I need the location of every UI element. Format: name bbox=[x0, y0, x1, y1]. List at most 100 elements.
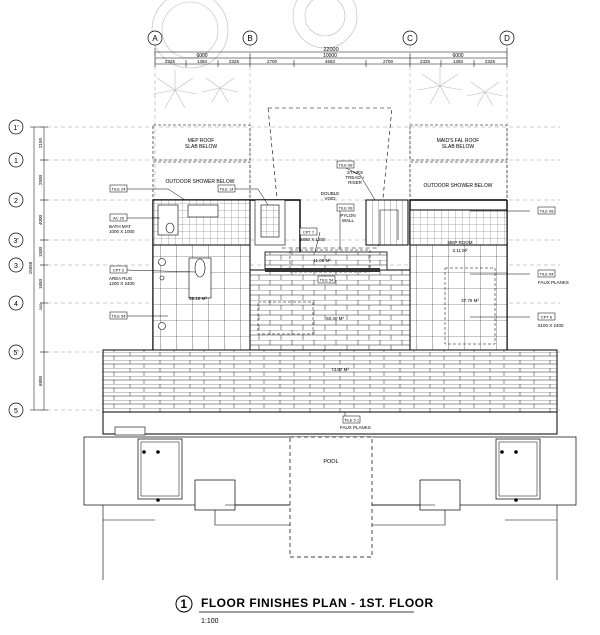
overall-dim: 22000 bbox=[323, 47, 338, 53]
svg-text:10000: 10000 bbox=[323, 53, 337, 59]
svg-text:2325: 2325 bbox=[229, 59, 240, 64]
svg-text:2150: 2150 bbox=[38, 137, 43, 148]
svg-text:B: B bbox=[247, 34, 252, 43]
tag-tile-14: TILE 14 bbox=[219, 187, 234, 192]
faux-planks-right-label: FAUX PLANKS bbox=[538, 280, 569, 285]
outdoor-shower-zones bbox=[152, 161, 508, 201]
title-block: 1 FLOOR FINISHES PLAN - 1ST. FLOOR 1:100 bbox=[175, 595, 434, 625]
cpt-right-size-label: 5100 X 2400 bbox=[538, 323, 564, 328]
svg-text:C: C bbox=[407, 34, 413, 43]
svg-text:6800: 6800 bbox=[38, 375, 43, 386]
drawing-number: 1 bbox=[180, 597, 187, 611]
faux-planks-bottom-label: FAUX PLANKS bbox=[340, 425, 371, 430]
pool-area bbox=[83, 436, 577, 558]
svg-text:3: 3 bbox=[14, 263, 18, 270]
outdoor-shower-right: OUTDOOR SHOWER BELOW bbox=[424, 183, 493, 189]
pool-posts bbox=[142, 450, 518, 502]
grid-bubble-c: C bbox=[402, 30, 418, 46]
grid-bubble-a: A bbox=[147, 30, 163, 46]
grid-bubble-row-3: 3 bbox=[8, 257, 24, 273]
svg-text:D: D bbox=[504, 34, 510, 43]
svg-text:1: 1 bbox=[14, 158, 18, 165]
cpt-6-rug bbox=[444, 267, 496, 345]
tag-tile-faux-bottom: TILE 5 1 bbox=[344, 418, 360, 423]
right-room-floor bbox=[409, 244, 508, 351]
grid-bubble-row-1p: 1' bbox=[8, 119, 24, 135]
drawing-title: FLOOR FINISHES PLAN - 1ST. FLOOR bbox=[201, 596, 434, 610]
pool-label: POOL bbox=[323, 459, 338, 465]
svg-text:5: 5 bbox=[14, 408, 18, 415]
area-room-label: 3.11 M² bbox=[453, 248, 468, 253]
tag-text: TILE 24 TILE 14 AC 29 CPT 2 TILE 54 TILE… bbox=[111, 163, 554, 423]
stairs bbox=[365, 199, 409, 246]
svg-text:15550: 15550 bbox=[28, 261, 33, 274]
tag-tile-54-left: TILE 54 bbox=[111, 314, 126, 319]
svg-text:2325: 2325 bbox=[165, 59, 176, 64]
left-dimensions bbox=[30, 126, 48, 411]
svg-text:2: 2 bbox=[14, 198, 18, 205]
svg-text:1': 1' bbox=[13, 125, 18, 132]
grid-bubble-row-5: 5 bbox=[8, 402, 24, 418]
svg-text:2325: 2325 bbox=[420, 59, 431, 64]
terrace-edge bbox=[102, 411, 558, 435]
tag-leaders bbox=[125, 164, 530, 420]
top-dimensions bbox=[154, 48, 508, 67]
tag-cpt-2: CPT 2 bbox=[113, 268, 125, 273]
cpt-size-label: 8880 X 1200 bbox=[300, 237, 326, 242]
svg-text:4650: 4650 bbox=[325, 59, 336, 64]
area-right-label: 37.76 M² bbox=[461, 298, 479, 303]
svg-text:4000: 4000 bbox=[38, 214, 43, 225]
svg-text:4: 4 bbox=[14, 301, 18, 308]
tag-ac: AC 29 bbox=[113, 216, 125, 221]
deck-steps bbox=[102, 504, 558, 580]
svg-text:1350: 1350 bbox=[197, 59, 208, 64]
area-rug bbox=[188, 257, 212, 299]
bedside-tables bbox=[158, 258, 166, 330]
drawing-scale: 1:100 bbox=[201, 618, 219, 625]
svg-text:6000: 6000 bbox=[196, 53, 207, 59]
tag-boxes bbox=[109, 160, 556, 424]
tag-tile-24: TILE 24 bbox=[111, 187, 126, 192]
svg-text:2500: 2500 bbox=[38, 174, 43, 185]
bathroom-fixtures bbox=[157, 199, 286, 246]
svg-text:2700: 2700 bbox=[267, 59, 278, 64]
outdoor-shower-left: OUTDOOR SHOWER BELOW bbox=[166, 179, 235, 185]
area-left-label: 55.18 M² bbox=[189, 296, 207, 301]
svg-text:6000: 6000 bbox=[452, 53, 463, 59]
svg-text:3': 3' bbox=[13, 238, 18, 245]
grid-bubble-d: D bbox=[499, 30, 515, 46]
area-center-top-label: 11.08 M² bbox=[313, 258, 331, 263]
top-dimension-text: 22000 6000 10000 6000 2325 1350 2325 270… bbox=[165, 47, 496, 64]
tag-tile-pylon: TILE 08 bbox=[338, 206, 353, 211]
terrace-bench bbox=[114, 426, 146, 436]
grid-bubble-row-1: 1 bbox=[8, 152, 24, 168]
pylon-wall bbox=[265, 268, 380, 272]
tag-tile-mep: TILE 08 bbox=[539, 209, 554, 214]
tag-tile-center: TILE 54 bbox=[319, 278, 334, 283]
tag-cpt-7: CPT 7 bbox=[303, 230, 315, 235]
svg-text:A: A bbox=[152, 34, 158, 43]
terrace-floor bbox=[102, 349, 558, 413]
tag-tile-faux: TILE 54 bbox=[539, 272, 554, 277]
grid-row-bubbles: 1' 1 2 3' 3 4 5' 5 bbox=[8, 119, 24, 418]
grid-bubble-b: B bbox=[242, 30, 258, 46]
svg-text:5': 5' bbox=[13, 350, 18, 357]
area-center-label: 50.40 M² bbox=[326, 316, 344, 321]
grid-bubble-row-2: 2 bbox=[8, 192, 24, 208]
grid-bubble-row-4: 4 bbox=[8, 295, 24, 311]
tag-cpt-6: CPT 6 bbox=[541, 315, 553, 320]
left-dimension-text: 2150 2500 4000 1500 1650 300 6800 15550 bbox=[28, 137, 43, 386]
mep-room-label: MEP ROOM bbox=[448, 240, 473, 245]
svg-text:1350: 1350 bbox=[453, 59, 464, 64]
grid-bubble-row-5p: 5' bbox=[8, 344, 24, 360]
svg-text:300: 300 bbox=[38, 303, 43, 310]
svg-text:2325: 2325 bbox=[485, 59, 496, 64]
